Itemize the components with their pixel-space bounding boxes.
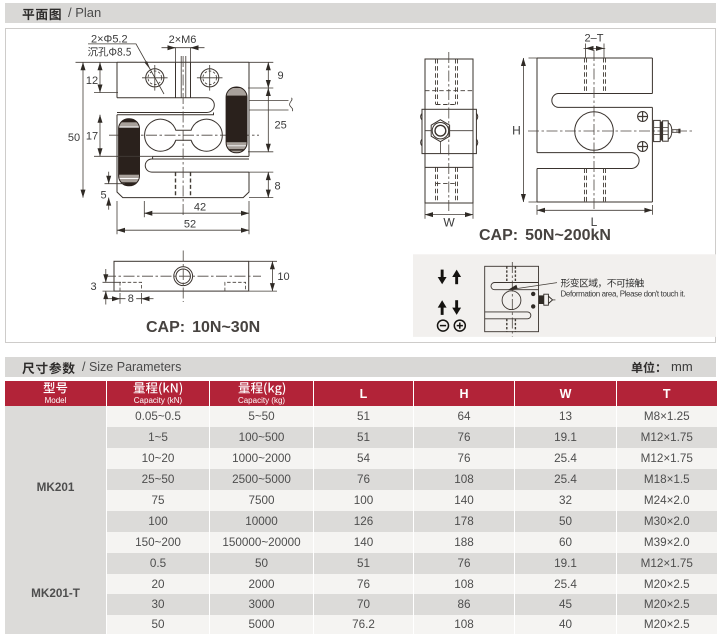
svg-text:CAP:10N~30N: CAP:10N~30N: [146, 319, 260, 336]
svg-text:8: 8: [128, 293, 134, 305]
svg-text:3: 3: [90, 281, 96, 293]
svg-text:2×M6: 2×M6: [169, 34, 197, 46]
svg-text:17: 17: [86, 131, 98, 143]
svg-text:8: 8: [275, 180, 281, 192]
svg-text:H: H: [512, 124, 521, 138]
svg-text:W: W: [443, 216, 455, 230]
svg-text:CAP:50N~200kN: CAP:50N~200kN: [479, 227, 611, 244]
svg-text:25: 25: [275, 120, 287, 132]
svg-text:2–T: 2–T: [585, 33, 604, 45]
svg-text:5: 5: [100, 189, 106, 201]
svg-text:9: 9: [278, 70, 284, 82]
svg-text:10: 10: [277, 271, 289, 283]
svg-text:42: 42: [194, 202, 206, 214]
svg-text:2×Φ5.2: 2×Φ5.2: [91, 34, 128, 46]
svg-text:Deformation area, Please don't: Deformation area, Please don't touch it.: [561, 290, 686, 299]
svg-text:12: 12: [86, 75, 98, 87]
svg-text:50: 50: [68, 132, 80, 144]
svg-text:L: L: [591, 215, 598, 229]
svg-text:52: 52: [184, 219, 196, 231]
